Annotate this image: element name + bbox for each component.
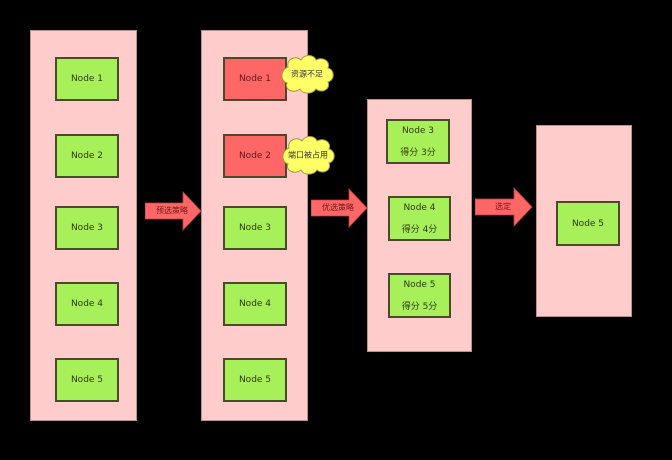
node-label: Node 4 [70, 299, 104, 309]
node-label: Node 5 [70, 375, 104, 385]
cloud-icon [281, 55, 334, 94]
node-box: Node 2 [55, 134, 119, 178]
node-box: Node 1 [55, 57, 119, 101]
arrow-predicates: 预选策略 [144, 190, 202, 232]
node-score: 得分 3分 [400, 147, 436, 158]
cloud-icon [282, 136, 335, 175]
node-box: Node 3 [55, 206, 119, 250]
arrow-priorities: 优选策略 [310, 187, 368, 229]
node-label: Node 3 [238, 223, 272, 233]
node-label: Node 5 [403, 279, 436, 290]
node-box: Node 4 得分 4分 [388, 196, 451, 241]
reason-cloud: 资源不足 [278, 53, 336, 95]
right-arrow-icon [474, 186, 533, 228]
node-box: Node 5 得分 5分 [388, 273, 451, 318]
node-box: Node 5 [55, 358, 119, 402]
node-label: Node 3 [70, 223, 104, 233]
node-label: Node 1 [70, 74, 104, 84]
node-label: Node 5 [571, 218, 605, 229]
node-label: Node 5 [238, 375, 272, 385]
node-label: Node 3 [401, 125, 435, 136]
node-box: Node 5 [223, 358, 287, 402]
node-box-selected: Node 5 [556, 201, 620, 246]
node-box: Node 3 [223, 206, 287, 250]
node-score: 得分 5分 [401, 301, 438, 312]
arrow-label: 预选策略 [156, 206, 188, 215]
reason-cloud: 端口被占用 [279, 134, 337, 176]
node-box: Node 4 [55, 282, 119, 326]
node-label: Node 1 [238, 74, 272, 84]
right-arrow-icon [144, 190, 202, 232]
node-box: Node 4 [223, 282, 287, 326]
right-arrow-icon [310, 187, 368, 229]
node-box-rejected: Node 2 [223, 134, 287, 178]
node-score: 得分 4分 [401, 224, 438, 235]
node-label: Node 4 [403, 202, 436, 213]
node-box-rejected: Node 1 [223, 57, 287, 101]
cloud-text: 资源不足 [291, 69, 323, 79]
node-label: Node 2 [70, 151, 104, 161]
arrow-select: 选定 [474, 186, 533, 228]
node-box: Node 3 得分 3分 [386, 119, 450, 164]
node-label: Node 2 [238, 151, 272, 161]
arrow-label: 选定 [495, 202, 511, 211]
node-label: Node 4 [238, 299, 272, 309]
arrow-label: 优选策略 [322, 203, 354, 212]
cloud-text: 端口被占用 [288, 150, 328, 160]
